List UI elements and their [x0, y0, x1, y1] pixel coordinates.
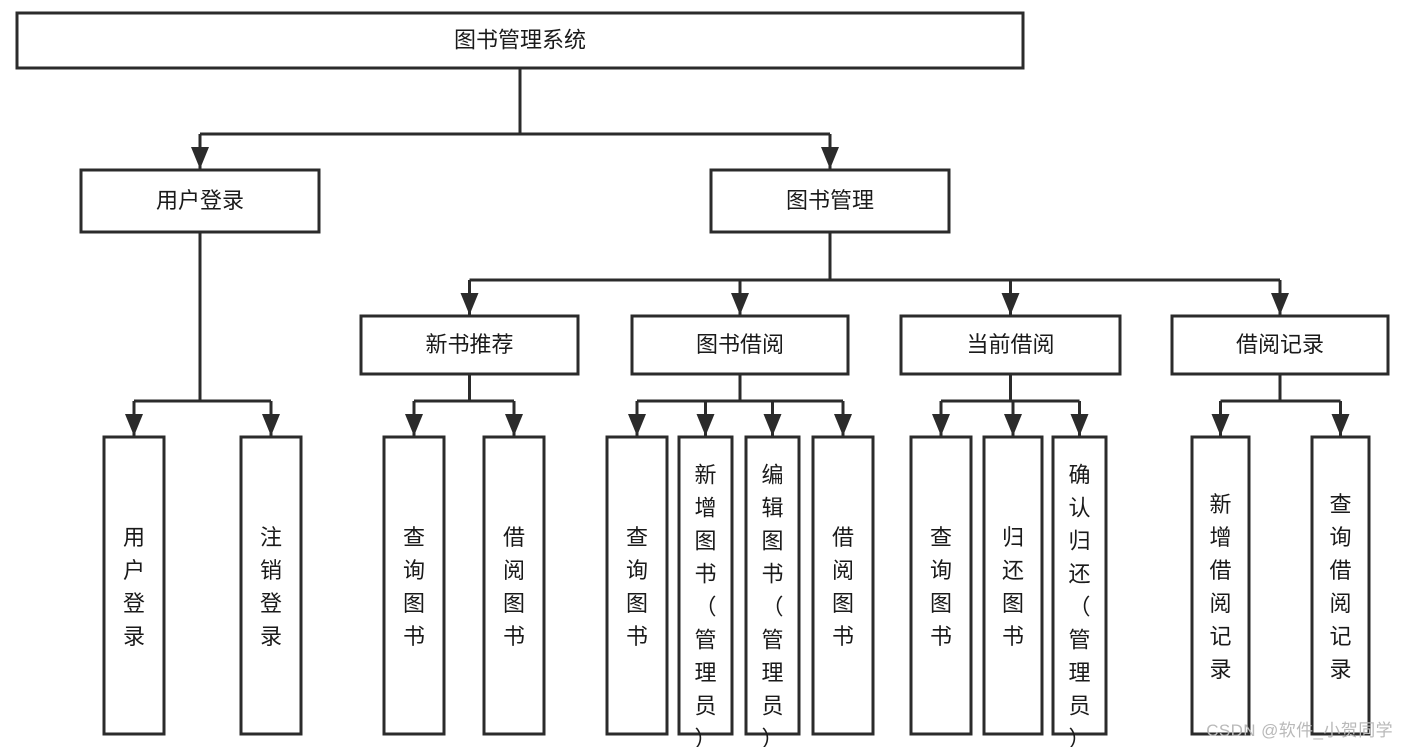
arrow-head-icon: [191, 147, 209, 169]
node-leaf-add-record-box[interactable]: [1190, 435, 1251, 736]
node-leaf-logout-box[interactable]: [239, 435, 303, 736]
arrow-head-icon: [763, 414, 782, 436]
arrow-head-icon: [731, 293, 749, 315]
node-leaf-borrow-book-label: 借阅图书: [832, 525, 854, 649]
connector-recommend-to-leaves: [405, 374, 523, 436]
node-borrow-record-label: 借阅记录: [1236, 332, 1324, 357]
node-leaf-borrow-book[interactable]: 借阅图书: [811, 435, 875, 736]
node-leaf-user-login[interactable]: 用户登录: [102, 435, 166, 736]
node-leaf-query-book-borrow-label: 查询图书: [626, 525, 648, 649]
node-leaf-return-book[interactable]: 归还图书: [982, 435, 1044, 736]
node-new-book-recommend[interactable]: 新书推荐: [359, 314, 580, 376]
node-leaf-query-book-current[interactable]: 查询图书: [909, 435, 973, 736]
node-leaf-query-book-rec-box[interactable]: [382, 435, 446, 736]
arrow-head-icon: [405, 414, 423, 436]
connector-bookmgmt-to-level3: [460, 232, 1289, 315]
arrow-head-icon: [460, 293, 479, 315]
node-root[interactable]: 图书管理系统: [15, 11, 1025, 70]
node-leaf-logout-label: 注销登录: [260, 525, 282, 649]
node-leaf-confirm-return-box[interactable]: [1051, 435, 1108, 736]
node-leaf-edit-book[interactable]: 编辑图书（管理员）: [744, 435, 801, 747]
arrow-head-icon: [932, 414, 950, 436]
node-leaf-add-record[interactable]: 新增借阅记录: [1190, 435, 1251, 736]
node-current-borrow-label: 当前借阅: [966, 332, 1054, 357]
node-current-borrow-box[interactable]: [899, 314, 1122, 376]
node-leaf-return-book-box[interactable]: [982, 435, 1044, 736]
node-leaf-borrow-book-rec[interactable]: 借阅图书: [482, 435, 546, 736]
node-leaf-add-record-label: 新增借阅记录: [1209, 492, 1231, 682]
node-book-management-box[interactable]: [709, 168, 951, 234]
nodes-layer: 图书管理系统用户登录图书管理新书推荐图书借阅当前借阅借阅记录用户登录注销登录查询…: [15, 11, 1390, 747]
node-user-login[interactable]: 用户登录: [79, 168, 321, 234]
node-new-book-recommend-label: 新书推荐: [425, 332, 513, 357]
node-book-borrow-box[interactable]: [630, 314, 850, 376]
node-borrow-record[interactable]: 借阅记录: [1170, 314, 1390, 376]
node-book-management-label: 图书管理: [786, 188, 874, 213]
node-leaf-query-book-borrow-box[interactable]: [605, 435, 669, 736]
node-leaf-query-record-label: 查询借阅记录: [1329, 492, 1351, 682]
node-leaf-user-login-box[interactable]: [102, 435, 166, 736]
node-leaf-query-record[interactable]: 查询借阅记录: [1310, 435, 1371, 736]
node-new-book-recommend-box[interactable]: [359, 314, 580, 376]
node-leaf-query-book-borrow[interactable]: 查询图书: [605, 435, 669, 736]
node-borrow-record-box[interactable]: [1170, 314, 1390, 376]
node-leaf-edit-book-box[interactable]: [744, 435, 801, 736]
node-leaf-borrow-book-box[interactable]: [811, 435, 875, 736]
node-leaf-edit-book-label: 编辑图书（管理员）: [761, 463, 783, 747]
node-leaf-confirm-return[interactable]: 确认归还（管理员）: [1051, 435, 1108, 747]
arrow-head-icon: [1271, 293, 1289, 315]
arrow-head-icon: [262, 414, 280, 436]
connectors-layer: [125, 68, 1350, 436]
arrow-head-icon: [1004, 414, 1022, 436]
connector-record-to-leaves: [1211, 374, 1350, 436]
arrow-head-icon: [125, 414, 143, 436]
connector-root-to-level2: [191, 68, 839, 169]
node-leaf-logout[interactable]: 注销登录: [239, 435, 303, 736]
node-leaf-query-book-current-box[interactable]: [909, 435, 973, 736]
arrow-head-icon: [696, 414, 715, 436]
arrow-head-icon: [1331, 414, 1350, 436]
node-leaf-add-book[interactable]: 新增图书（管理员）: [677, 435, 734, 747]
arrow-head-icon: [505, 414, 523, 436]
node-leaf-confirm-return-label: 确认归还（管理员）: [1068, 463, 1090, 747]
node-book-borrow[interactable]: 图书借阅: [630, 314, 850, 376]
node-current-borrow[interactable]: 当前借阅: [899, 314, 1122, 376]
node-leaf-query-book-current-label: 查询图书: [930, 525, 952, 649]
arrow-head-icon: [1001, 293, 1020, 315]
arrow-head-icon: [1070, 414, 1089, 436]
node-leaf-add-book-label: 新增图书（管理员）: [694, 463, 716, 747]
arrow-head-icon: [834, 414, 852, 436]
node-leaf-query-book-rec-label: 查询图书: [403, 525, 425, 649]
node-leaf-return-book-label: 归还图书: [1002, 525, 1024, 649]
node-root-label: 图书管理系统: [454, 27, 586, 52]
arrow-head-icon: [1211, 414, 1230, 436]
arrow-head-icon: [628, 414, 646, 436]
node-leaf-user-login-label: 用户登录: [123, 525, 145, 649]
node-leaf-query-book-rec[interactable]: 查询图书: [382, 435, 446, 736]
connector-userlogin-to-leaves: [125, 232, 280, 436]
node-user-login-label: 用户登录: [156, 188, 244, 213]
node-leaf-add-book-box[interactable]: [677, 435, 734, 736]
node-user-login-box[interactable]: [79, 168, 321, 234]
node-book-management[interactable]: 图书管理: [709, 168, 951, 234]
node-root-box[interactable]: [15, 11, 1025, 70]
node-book-borrow-label: 图书借阅: [696, 332, 784, 357]
arrow-head-icon: [821, 147, 839, 169]
connector-borrow-to-leaves: [628, 374, 852, 436]
node-leaf-borrow-book-rec-box[interactable]: [482, 435, 546, 736]
connector-current-to-leaves: [932, 374, 1089, 436]
node-leaf-borrow-book-rec-label: 借阅图书: [503, 525, 525, 649]
node-leaf-query-record-box[interactable]: [1310, 435, 1371, 736]
